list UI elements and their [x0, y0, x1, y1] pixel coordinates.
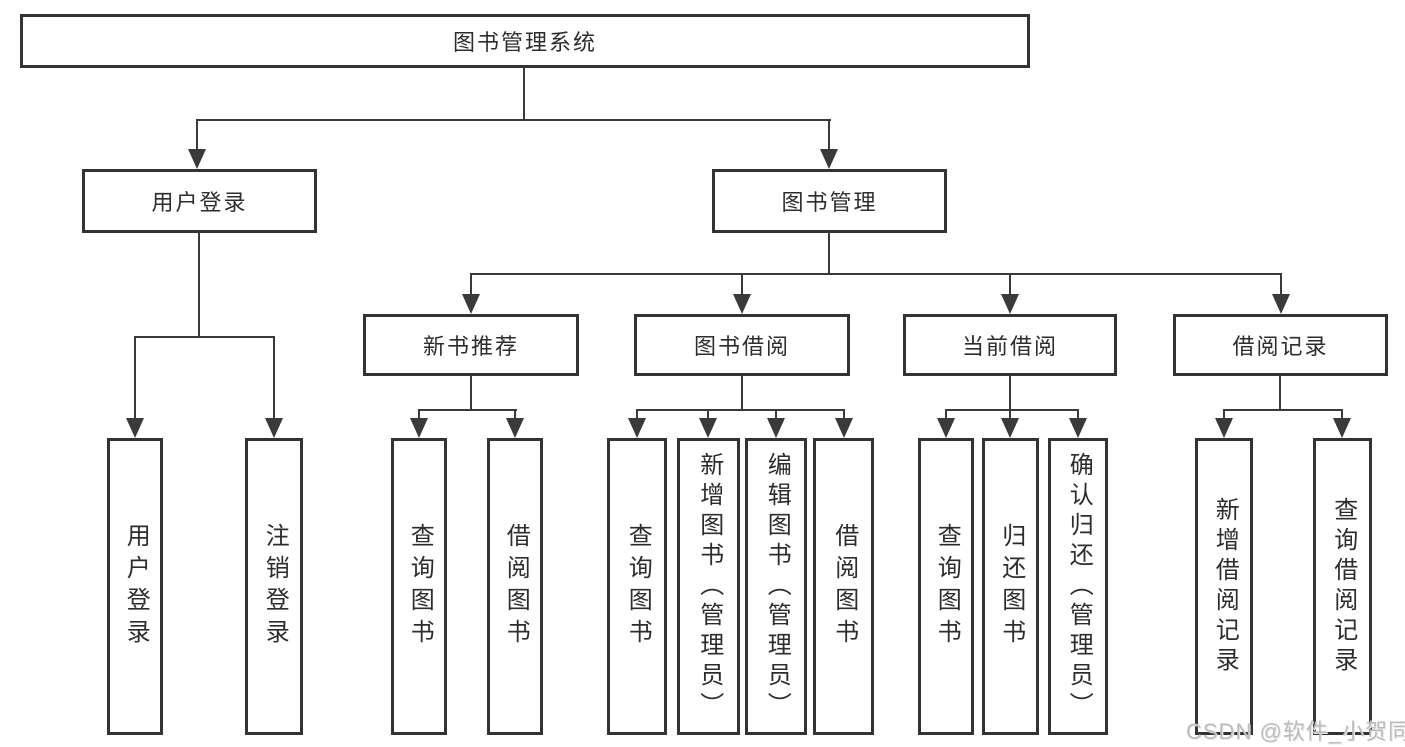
arrow-down-icon: [188, 149, 206, 169]
connector-stem: [707, 409, 709, 423]
leaf-return-books-label: 归还图书: [997, 522, 1025, 651]
leaf-query-books-borrow-label: 查询图书: [624, 522, 652, 651]
node-borrow-records-label: 借阅记录: [1232, 334, 1329, 359]
connector-current-borrow-branch: [945, 409, 1079, 411]
connector-stem: [945, 409, 947, 423]
connector-user-login-stem: [198, 233, 200, 338]
connector-book-management-stem: [828, 233, 830, 274]
leaf-confirm-return-admin-label: 确认归还（管理员）: [1065, 451, 1093, 722]
node-book-management: 图书管理: [712, 169, 947, 233]
leaf-query-books-recommend-label: 查询图书: [406, 522, 434, 651]
node-library-system-label: 图书管理系统: [452, 30, 597, 55]
node-book-borrow: 图书借阅: [634, 314, 850, 376]
leaf-logout-login: 注销登录: [245, 438, 303, 735]
leaf-add-books-admin-label: 新增图书（管理员）: [695, 451, 723, 722]
leaf-query-borrow-record-label: 查询借阅记录: [1329, 496, 1357, 677]
leaf-add-books-admin: 新增图书（管理员）: [677, 438, 740, 735]
node-current-borrow: 当前借阅: [903, 314, 1117, 376]
node-current-borrow-label: 当前借阅: [961, 334, 1058, 359]
connector-stem-user-login: [196, 119, 198, 153]
node-new-book-recommend: 新书推荐: [363, 314, 579, 376]
arrow-down-icon: [1001, 294, 1019, 314]
leaf-edit-books-admin: 编辑图书（管理员）: [745, 438, 807, 735]
node-user-login-label: 用户登录: [151, 190, 248, 215]
leaf-borrow-books-recommend: 借阅图书: [487, 438, 543, 735]
arrow-down-icon: [462, 294, 480, 314]
leaf-query-books-recommend: 查询图书: [391, 438, 447, 735]
leaf-query-books-current-label: 查询图书: [933, 522, 961, 651]
connector-stem-leaf-logout: [273, 336, 275, 422]
node-user-login: 用户登录: [82, 169, 317, 233]
connector-book-management-branch: [470, 273, 1282, 275]
connector-root-stem: [523, 68, 525, 121]
arrow-down-icon: [835, 418, 853, 438]
connector-current-borrow-stem: [1009, 376, 1011, 411]
arrow-down-icon: [265, 418, 283, 438]
connector-stem: [1077, 409, 1079, 423]
node-book-borrow-label: 图书借阅: [693, 334, 790, 359]
leaf-edit-books-admin-label: 编辑图书（管理员）: [763, 451, 791, 722]
arrow-down-icon: [1215, 418, 1233, 438]
connector-stem-book-borrow: [741, 273, 743, 298]
connector-stem: [1223, 409, 1225, 423]
arrow-down-icon: [628, 418, 646, 438]
arrow-down-icon: [1272, 294, 1290, 314]
connector-stem: [636, 409, 638, 423]
arrow-down-icon: [126, 418, 144, 438]
connector-new-book-stem: [470, 376, 472, 411]
node-library-system: 图书管理系统: [20, 14, 1030, 68]
leaf-borrow-books-label: 借阅图书: [830, 522, 858, 651]
connector-book-borrow-branch: [636, 409, 845, 411]
node-new-book-recommend-label: 新书推荐: [422, 334, 519, 359]
arrow-down-icon: [1333, 418, 1351, 438]
connector-stem: [418, 409, 420, 423]
connector-book-borrow-stem: [741, 376, 743, 411]
connector-stem-new-book: [470, 273, 472, 298]
leaf-logout-login-label: 注销登录: [261, 522, 289, 651]
leaf-borrow-books: 借阅图书: [813, 438, 874, 735]
leaf-user-login-label: 用户登录: [122, 522, 150, 651]
arrow-down-icon: [937, 418, 955, 438]
connector-stem: [775, 409, 777, 423]
connector-stem-borrow-records: [1280, 273, 1282, 298]
watermark: CSDN @软件_小贺同学: [1186, 719, 1405, 744]
leaf-confirm-return-admin: 确认归还（管理员）: [1048, 438, 1108, 735]
connector-stem: [1341, 409, 1343, 423]
leaf-user-login: 用户登录: [107, 438, 163, 735]
connector-user-login-branch: [134, 336, 275, 338]
connector-stem-current-borrow: [1009, 273, 1011, 298]
node-borrow-records: 借阅记录: [1173, 314, 1388, 376]
connector-borrow-records-stem: [1279, 376, 1281, 411]
leaf-add-borrow-record-label: 新增借阅记录: [1211, 496, 1239, 677]
leaf-query-books-current: 查询图书: [918, 438, 974, 735]
connector-stem: [1009, 409, 1011, 423]
leaf-add-borrow-record: 新增借阅记录: [1195, 438, 1253, 735]
connector-stem: [514, 409, 516, 423]
connector-stem-book-management: [828, 119, 830, 153]
arrow-down-icon: [1069, 418, 1087, 438]
arrow-down-icon: [820, 149, 838, 169]
arrow-down-icon: [699, 418, 717, 438]
arrow-down-icon: [767, 418, 785, 438]
arrow-down-icon: [410, 418, 428, 438]
connector-borrow-records-branch: [1223, 409, 1343, 411]
connector-new-book-branch: [418, 409, 517, 411]
arrow-down-icon: [506, 418, 524, 438]
connector-stem-leaf-login: [134, 336, 136, 422]
leaf-query-borrow-record: 查询借阅记录: [1313, 438, 1372, 735]
leaf-return-books: 归还图书: [982, 438, 1039, 735]
leaf-query-books-borrow: 查询图书: [607, 438, 667, 735]
leaf-borrow-books-recommend-label: 借阅图书: [502, 522, 530, 651]
arrow-down-icon: [733, 294, 751, 314]
arrow-down-icon: [1001, 418, 1019, 438]
connector-root-branch: [196, 119, 831, 121]
node-book-management-label: 图书管理: [781, 190, 878, 215]
connector-stem: [843, 409, 845, 423]
